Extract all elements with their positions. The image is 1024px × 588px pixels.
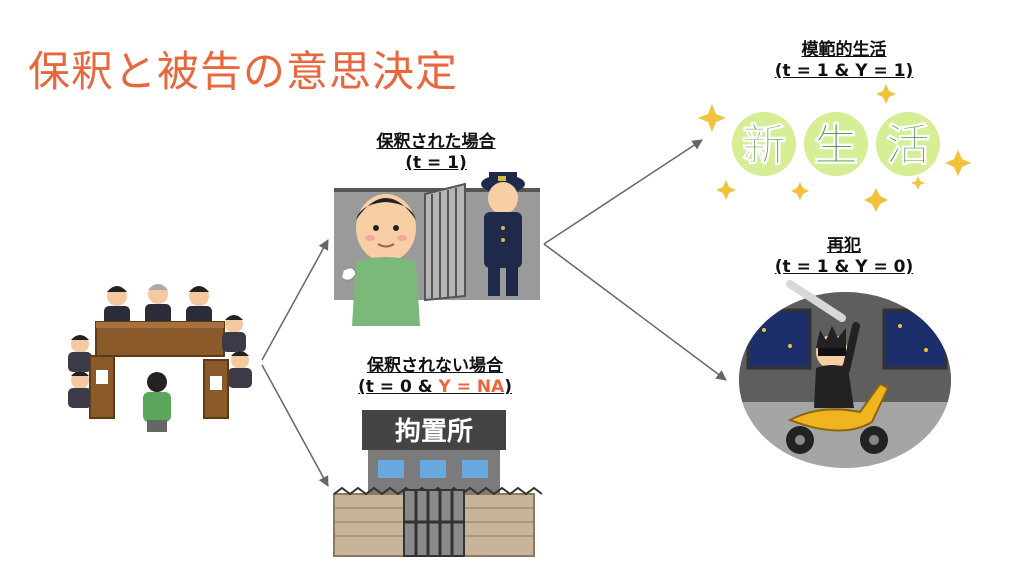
- not-released-label: 保釈されない場合 (t = 0 & Y = NA): [320, 356, 550, 398]
- reoffend-condition: (t = 1 & Y = 0): [774, 257, 914, 277]
- banner-circle: [732, 112, 796, 176]
- released-condition: (t = 1): [405, 153, 467, 173]
- banner-circle: [804, 112, 868, 176]
- defense-desk: [89, 355, 115, 419]
- sparkle-icon: [698, 84, 971, 212]
- banner-circle: [876, 112, 940, 176]
- model-life-label-text: 模範的生活: [801, 40, 887, 60]
- defendant-figure: [143, 372, 171, 432]
- page-title: 保釈と被告の意思決定: [28, 47, 459, 96]
- arrow-to-model-life: [543, 139, 703, 245]
- not-released-condition-prefix: (t = 0 &: [357, 377, 439, 397]
- prison-gate: [403, 489, 465, 557]
- reoffend-label-text: 再犯: [827, 236, 861, 256]
- lawyer-figure: [68, 335, 92, 372]
- not-released-label-text: 保釈されない場合: [367, 356, 503, 376]
- lawyer-figure: [68, 371, 92, 408]
- model-life-condition: (t = 1 & Y = 1): [774, 61, 914, 81]
- scooter: [786, 382, 890, 454]
- not-released-condition-highlight: Y = NA: [438, 377, 505, 397]
- banner-char: 生: [814, 120, 858, 171]
- reoffend-illustration: [739, 280, 951, 468]
- prosecutor-figure: [228, 351, 252, 388]
- court-illustration: [68, 284, 252, 432]
- released-man-figure: [341, 194, 420, 326]
- building-sign-board: [362, 410, 506, 450]
- reoffend-label: 再犯 (t = 1 & Y = 0): [754, 236, 934, 278]
- not-released-condition-suffix: ): [504, 377, 513, 397]
- bat: [786, 280, 846, 322]
- banner-char: 新: [742, 120, 786, 171]
- released-illustration: [334, 172, 540, 326]
- arrow-to-reoffend: [543, 243, 727, 381]
- detention-house-illustration: 拘置所: [333, 410, 543, 557]
- not-released-condition: (t = 0 & Y = NA): [320, 377, 550, 398]
- released-label-text: 保釈された場合: [376, 132, 496, 152]
- guard-figure: [481, 172, 525, 296]
- cell-door: [424, 182, 466, 302]
- prosecutor-figure: [222, 315, 246, 352]
- banner-char: 活: [886, 120, 930, 171]
- building-sign-text: 拘置所: [395, 417, 473, 447]
- arrow-to-released: [261, 239, 329, 361]
- arrow-to-not-released: [261, 364, 329, 487]
- model-life-label: 模範的生活 (t = 1 & Y = 1): [754, 40, 934, 82]
- released-label: 保釈された場合 (t = 1): [336, 132, 536, 174]
- new-life-illustration: 新 生 活: [698, 84, 971, 212]
- delinquent-figure: [814, 322, 860, 408]
